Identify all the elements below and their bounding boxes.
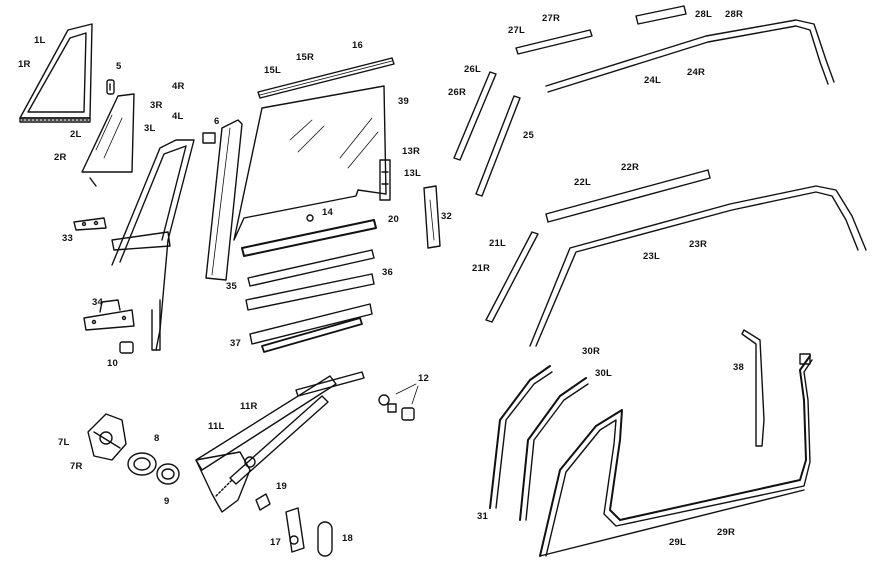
label-15L: 15L [264,65,281,76]
label-18: 18 [342,533,353,544]
label-23R: 23R [689,239,708,250]
part-strip-38 [741,329,765,447]
label-28R: 28R [725,9,744,20]
label-30R: 30R [582,346,601,357]
label-33: 33 [62,233,73,244]
label-8: 8 [154,433,160,444]
label-15R: 15R [296,52,315,63]
part-strips-35-37 [245,249,375,353]
label-10: 10 [107,358,118,369]
label-27L: 27L [508,25,525,36]
part-trim-22 [545,169,711,223]
label-28L: 28L [695,9,712,20]
label-13R: 13R [402,146,421,157]
label-7L: 7L [58,437,70,448]
part-weatherstrip-20 [241,219,377,257]
label-3R: 3R [150,100,163,111]
label-30L: 30L [595,368,612,379]
label-2R: 2R [54,152,67,163]
label-26L: 26L [464,64,481,75]
label-2L: 2L [70,129,82,140]
label-22L: 22L [574,177,591,188]
label-23L: 23L [643,251,660,262]
part-seal-16-15 [257,57,395,99]
label-39: 39 [398,96,409,107]
label-36: 36 [382,267,393,278]
label-6: 6 [214,116,220,127]
part-seal-31 [489,365,553,509]
part-fasteners-12 [378,383,419,421]
label-31: 31 [477,511,488,522]
label-20: 20 [388,214,399,225]
part-mount-34 [83,299,135,331]
part-door-seal-29 [539,353,813,557]
label-26R: 26R [448,87,467,98]
label-13L: 13L [404,168,421,179]
part-trim-27-28 [515,5,687,55]
part-pad-18 [317,521,333,557]
part-arm-17 [285,507,305,553]
part-strip-21 [485,231,539,323]
label-27R: 27R [542,13,561,24]
part-bracket-32 [423,185,441,249]
part-regulator-11 [195,371,365,513]
label-19: 19 [276,481,287,492]
label-11R: 11R [240,401,258,412]
label-24R: 24R [687,67,706,78]
label-1L: 1L [34,35,46,46]
label-29R: 29R [717,527,736,538]
label-7R: 7R [70,461,83,472]
label-12: 12 [418,373,429,384]
part-clip-19 [255,493,271,511]
part-roof-strip-24 [545,19,835,93]
label-14: 14 [322,207,333,218]
label-25: 25 [523,130,534,141]
label-4L: 4L [172,111,184,122]
part-strip-25 [475,95,521,197]
label-22R: 22R [621,162,640,173]
part-latch-5 [106,79,115,95]
label-34: 34 [92,297,103,308]
label-9: 9 [164,496,170,507]
label-24L: 24L [644,75,661,86]
part-roof-strip-23 [529,185,867,347]
part-vent-glass-2 [81,93,135,187]
part-channel-6 [202,119,243,281]
label-37: 37 [230,338,241,349]
label-11L: 11L [208,421,225,432]
label-29L: 29L [669,537,686,548]
part-lock-7 [87,413,127,461]
part-door-frame-3 [111,139,195,351]
part-strip-26 [453,71,497,161]
label-21L: 21L [489,238,506,249]
label-21R: 21R [472,263,491,274]
label-5: 5 [116,61,122,72]
part-ring-9 [156,463,180,485]
label-38: 38 [733,362,744,373]
part-guide-13 [379,159,391,201]
part-knob-8 [127,452,157,476]
label-4R: 4R [172,81,185,92]
part-clip-10 [119,341,134,354]
label-3L: 3L [144,123,156,134]
label-16: 16 [352,40,363,51]
part-door-glass-39 [233,85,387,241]
label-35: 35 [226,281,237,292]
label-17: 17 [270,537,281,548]
part-vent-frame-1 [19,23,93,123]
part-bracket-33 [73,217,107,231]
label-32: 32 [441,211,452,222]
part-seal-30 [519,377,589,521]
label-1R: 1R [18,59,31,70]
